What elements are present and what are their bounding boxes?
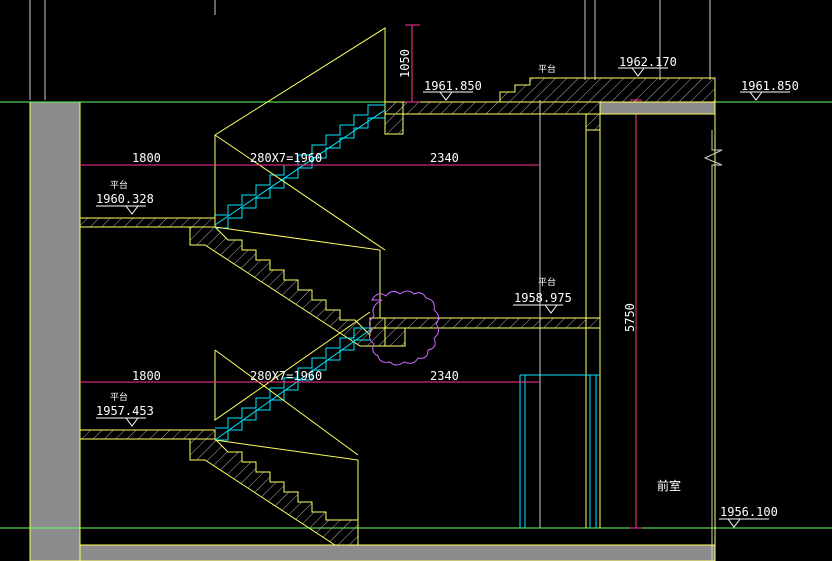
grid-lines [29,0,711,100]
level-landing: 1958.975 [514,291,572,305]
level-lines [0,101,832,529]
dim-upper-steps: 280X7=1960 [250,151,322,165]
dim-total-height: 5750 [623,303,637,332]
top-slab [384,77,716,135]
dim-lower-steps: 280X7=1960 [250,369,322,383]
upper-landing-slab [79,217,216,228]
dim-lower-left: 1800 [132,369,161,383]
level-top-left: 1961.850 [424,79,482,93]
lower-landing-slab [79,429,216,440]
platform-mark-mid-left: 平台 [110,179,128,191]
dim-upper-left: 1800 [132,151,161,165]
dim-riser-height: 1050 [398,49,412,78]
stair-envelope [80,27,715,546]
level-top-right: 1961.850 [741,79,799,93]
platform-mark-low-left: 平台 [110,391,128,403]
dim-upper-right: 2340 [430,151,459,165]
stair-flight-upper-descending [189,226,386,347]
stair-flight-lower-ascending [214,327,371,441]
platform-mark-roof: 平台 [538,63,556,75]
revision-cloud [368,290,440,366]
stair-flight-upper-ascending [214,104,386,229]
dimension-lines [80,24,642,529]
middle-landing-slab [369,317,601,347]
drawing-labels: 1961.850 1961.850 1962.170 平台 平台 1960.32… [96,49,799,519]
dim-lower-right: 2340 [430,369,459,383]
level-mid-left: 1960.328 [96,192,154,206]
level-low-left: 1957.453 [96,404,154,418]
right-structure [519,100,723,561]
level-ground: 1956.100 [720,505,778,519]
platform-mark-landing: 平台 [538,276,556,288]
level-roof: 1962.170 [619,55,677,69]
level-markers [96,67,790,528]
stair-flight-lower-descending [189,438,359,546]
room-label: 前室 [657,478,681,493]
